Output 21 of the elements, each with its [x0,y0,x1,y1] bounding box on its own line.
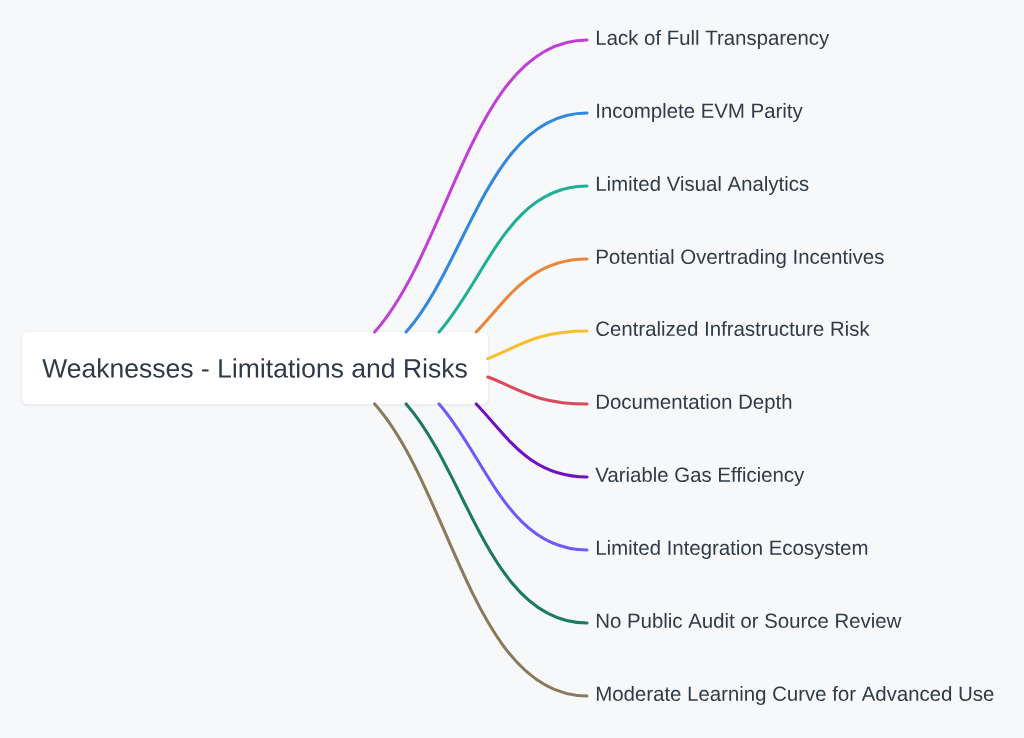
branch-label: Limited Visual Analytics [596,176,809,196]
branch-curve [404,111,589,334]
branch-label: Moderate Learning Curve for Advanced Use [596,686,994,706]
branch-curve [486,375,589,406]
branch-curve [373,38,589,334]
branch-curve [437,184,589,334]
branch-label: Potential Overtrading Incentives [596,249,884,269]
branch-curve [373,402,589,698]
branch-curve [474,402,589,479]
branch-curve [486,329,589,361]
branch-label: Limited Integration Ecosystem [596,540,868,560]
topic-box: Weaknesses - Limitations and Risks [20,331,490,407]
branch-label: Variable Gas Efficiency [595,467,805,487]
branch-label: Lack of Full Transparency [596,30,830,50]
branch-label: Centralized Infrastructure Risk [596,321,870,336]
branch-curve [437,402,589,552]
branch-label: No Public Audit or Source Review [596,613,902,628]
branch-label: Documentation Depth [596,394,792,414]
branch-label: Incomplete EVM Parity [597,103,803,123]
branch-curve [474,257,589,334]
branch-curve [404,402,589,625]
